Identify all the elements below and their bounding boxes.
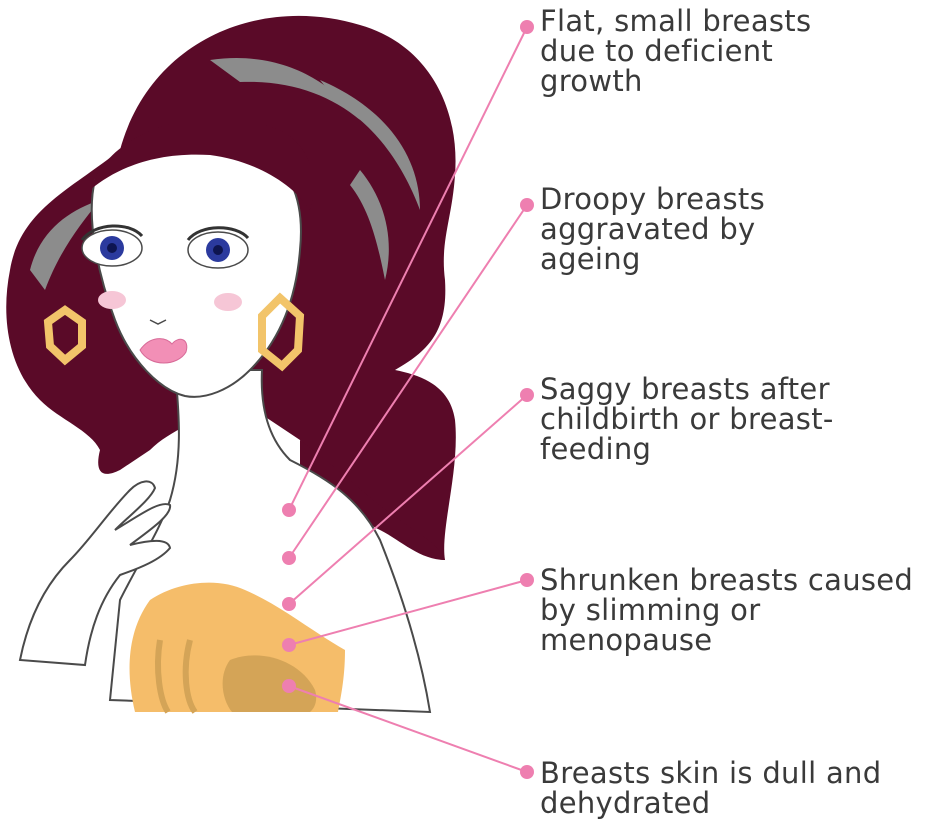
leader-dot-figure-4 <box>282 638 296 652</box>
left-blush <box>98 291 126 309</box>
callout-droopy-breasts: Droopy breasts aggravated by ageing <box>540 184 765 274</box>
callout-dull-dehydrated-skin: Breasts skin is dull and dehydrated <box>540 758 881 818</box>
leader-dot-label-2 <box>520 198 534 212</box>
leader-dot-figure-3 <box>282 597 296 611</box>
leader-dot-label-4 <box>520 573 534 587</box>
leader-dot-label-3 <box>520 388 534 402</box>
leader-dot-label-1 <box>520 20 534 34</box>
leader-dots-labels <box>520 20 534 779</box>
leader-dot-figure-5 <box>282 679 296 693</box>
callout-saggy-breasts: Saggy breasts after childbirth or breast… <box>540 374 834 464</box>
right-blush <box>214 293 242 311</box>
right-eye-pupil <box>213 245 223 255</box>
leader-dot-figure-1 <box>282 503 296 517</box>
leader-dot-label-5 <box>520 765 534 779</box>
callout-shrunken-breasts: Shrunken breasts caused by slimming or m… <box>540 565 913 655</box>
callout-flat-small-breasts: Flat, small breasts due to deficient gro… <box>540 6 811 96</box>
leader-dot-figure-2 <box>282 551 296 565</box>
left-eye-pupil <box>107 243 117 253</box>
